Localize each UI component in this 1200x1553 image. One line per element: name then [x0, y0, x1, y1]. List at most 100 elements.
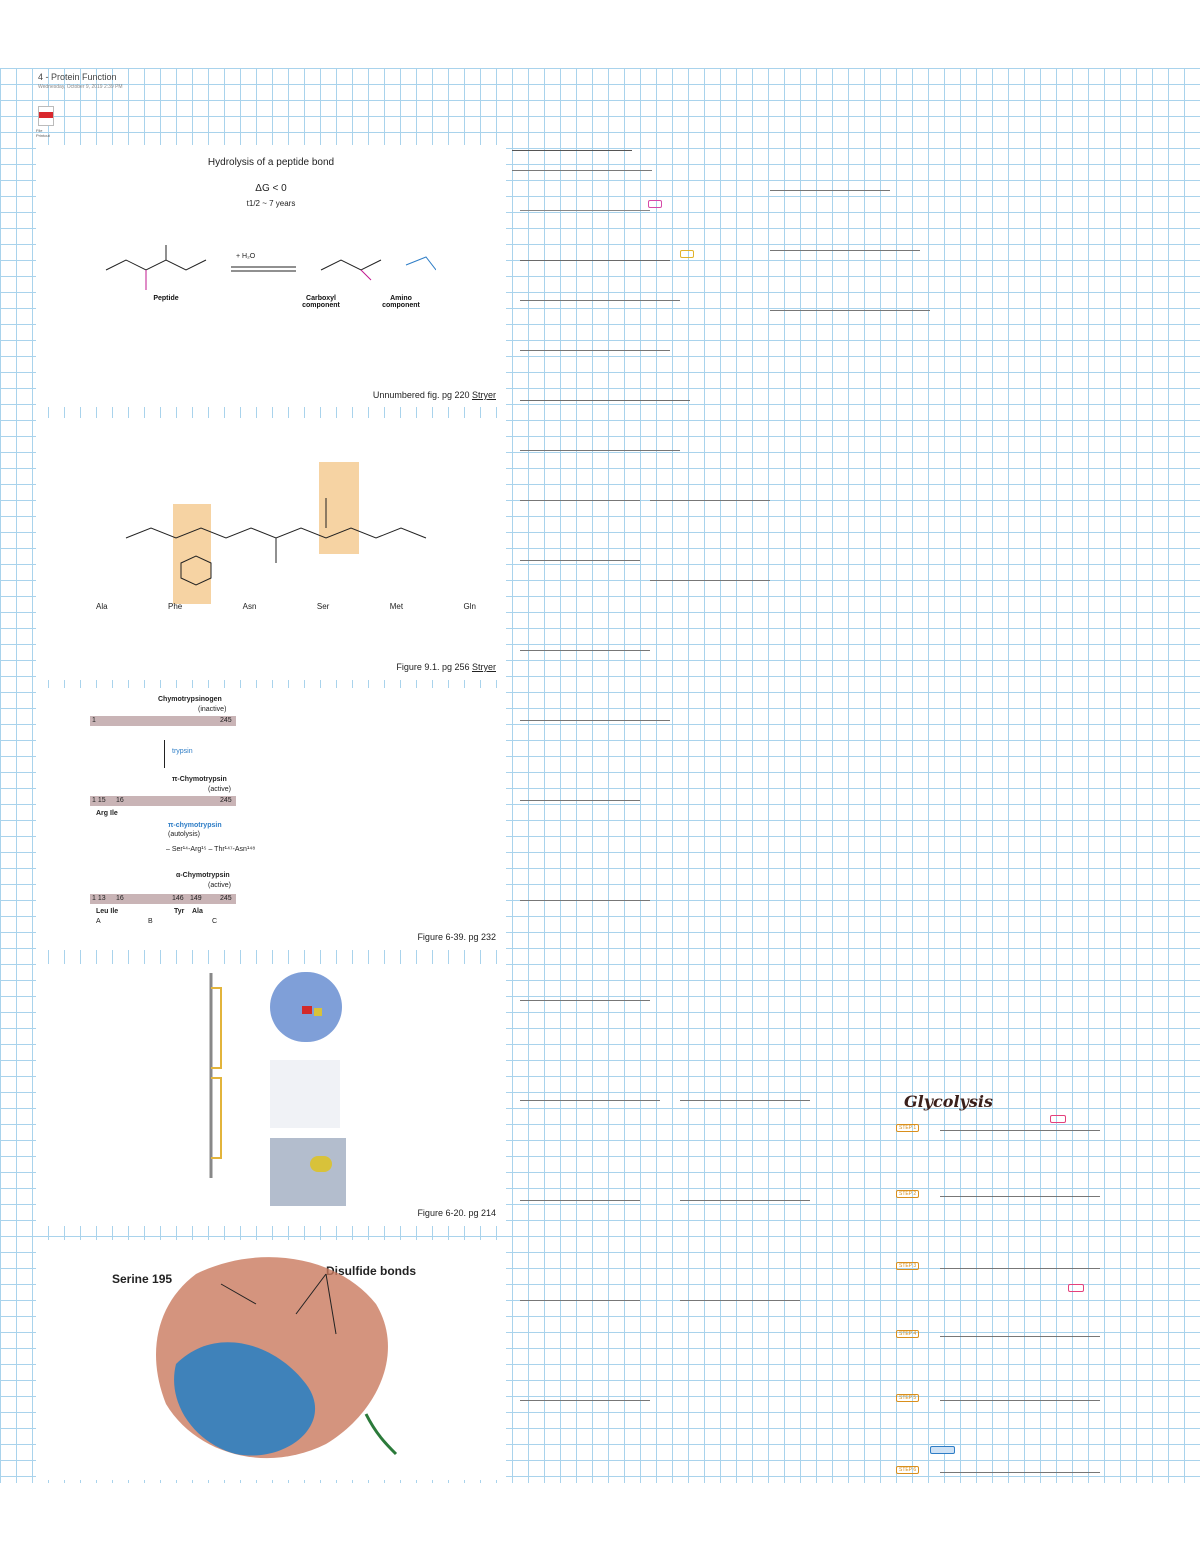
notes-line [520, 1300, 640, 1301]
step-2-tag: STEP 2 [896, 1190, 920, 1198]
pi-chymotrypsin-title: π-Chymotrypsin [172, 776, 227, 783]
pi-chymotrypsin-enzyme: π-chymotrypsin [168, 822, 222, 829]
notes-line [940, 1130, 1100, 1131]
residue-ser: Ser [316, 602, 330, 611]
hydrolysis-panel: Hydrolysis of a peptide bond ΔG < 0 t1/2… [36, 145, 506, 407]
hydrolysis-reaction-diagram [105, 245, 436, 290]
notes-line [520, 800, 640, 801]
delta-g-label: ΔG < 0 [255, 183, 287, 194]
residue-phe: Phe [167, 602, 183, 611]
inactive-label: (inactive) [198, 706, 227, 713]
notes-line [520, 500, 640, 501]
bar3-n5: 245 [220, 895, 232, 902]
pi-chymotrypsin-bar [90, 796, 236, 806]
bar2-end: 245 [220, 797, 232, 804]
chain-b: B [148, 918, 153, 925]
notes-line [940, 1268, 1100, 1269]
leu-ile-label: Leu Ile [96, 908, 119, 915]
notes-line [940, 1336, 1100, 1337]
sequence-bracket-diagram [209, 973, 222, 1178]
bar2-mid: 16 [116, 797, 124, 804]
autolysis-label: (autolysis) [168, 831, 200, 838]
glycolysis-title: Glycolysis [904, 1092, 993, 1111]
peptide-label: Peptide [153, 295, 179, 302]
notes-line [520, 900, 650, 901]
notes-line [680, 1300, 800, 1301]
residue-met: Met [389, 602, 404, 611]
structure-panel: Figure 6-20. pg 214 [36, 964, 506, 1226]
notes-line [770, 250, 920, 251]
structure-caption: Figure 6-20. pg 214 [417, 1208, 496, 1218]
half-life-label: t1/2 ~ 7 years [246, 199, 296, 208]
notes-line [520, 450, 680, 451]
trypsin-label: trypsin [172, 748, 193, 755]
notes-line [520, 1100, 660, 1101]
arrow-1 [164, 740, 165, 768]
residue-asn: Asn [242, 602, 257, 611]
peptide-structure-diagram [125, 498, 427, 586]
step-4-tag: STEP 4 [896, 1330, 920, 1338]
pink-annotation-tag [648, 200, 663, 208]
bar1-end: 245 [220, 717, 232, 724]
chymotrypsinogen-title: Chymotrypsinogen [158, 696, 222, 703]
active-label-2: (active) [208, 882, 231, 889]
notes-line [520, 210, 650, 211]
bar3-n3: 146 [172, 895, 184, 902]
protein-pocket-image [270, 1138, 346, 1206]
ala-label: Ala [192, 908, 203, 915]
notes-line [520, 720, 670, 721]
notes-line [940, 1196, 1100, 1197]
notes-line [512, 150, 632, 151]
amino-component-label: Amino component [382, 295, 420, 309]
notes-line [520, 1400, 650, 1401]
residue-ala: Ala [96, 602, 108, 611]
peptide-panel: Ala Phe Asn Ser Met Gln Figure 9.1. pg 2… [36, 418, 506, 680]
active-label-1: (active) [208, 786, 231, 793]
notes-line [770, 310, 930, 311]
notes-line [520, 350, 670, 351]
notes-line [770, 190, 890, 191]
residue-gln: Gln [463, 602, 476, 611]
peptide-caption: Figure 9.1. pg 256 Stryer [396, 662, 496, 672]
notes-line [512, 170, 652, 171]
ribbon-panel: Serine 195 Disulfide bonds [36, 1240, 506, 1480]
notes-line [940, 1472, 1100, 1473]
step-1-tag: STEP 1 [896, 1124, 920, 1132]
protein-ribbon-image [270, 1060, 340, 1128]
chymotrypsinogen-panel: Chymotrypsinogen (inactive) 1 245 trypsi… [36, 688, 506, 950]
chain-c: C [212, 918, 218, 925]
notes-line [650, 500, 770, 501]
notes-line [520, 300, 680, 301]
hydrolysis-title: Hydrolysis of a peptide bond [207, 157, 335, 168]
blue-annotation-tag [930, 1446, 956, 1454]
notes-line [940, 1400, 1100, 1401]
step-5-tag: STEP 5 [896, 1394, 920, 1402]
notes-line [680, 1100, 810, 1101]
chymotrypsinogen-bar [90, 716, 236, 726]
protein-surface-image [270, 972, 342, 1042]
hydrolysis-caption: Unnumbered fig. pg 220 Stryer [372, 390, 496, 400]
notes-line [520, 1200, 640, 1201]
removed-dipeptides: – Ser¹⁴-Arg¹⁵ – Thr¹⁴⁷-Asn¹⁴⁸ [166, 846, 256, 853]
bar3-n1: 1 13 [92, 895, 106, 902]
bar2-start: 1 15 [92, 797, 106, 804]
water-label: + H₂O [236, 253, 256, 260]
carboxyl-component-label: Carboxyl component [302, 295, 340, 309]
disulfide-bonds-label: Disulfide bonds [326, 1264, 416, 1278]
notes-line [650, 580, 770, 581]
bar1-start: 1 [92, 717, 96, 724]
chymotrypsin-ribbon-diagram [156, 1257, 398, 1459]
notes-line [520, 1000, 650, 1001]
bar3-n4: 149 [190, 895, 202, 902]
pink-annotation-tag [1068, 1284, 1084, 1292]
notes-line [520, 560, 640, 561]
chain-a: A [96, 918, 101, 925]
step-3-tag: STEP 3 [896, 1262, 920, 1270]
notes-line [680, 1200, 810, 1201]
phe-highlight [173, 504, 211, 604]
tyr-label: Tyr [174, 908, 185, 915]
alpha-chymotrypsin-bar [90, 894, 236, 904]
arg-ile-label: Arg Ile [96, 810, 118, 817]
pdf-file-icon[interactable] [38, 106, 54, 126]
step-6-tag: STEP 6 [896, 1466, 920, 1474]
